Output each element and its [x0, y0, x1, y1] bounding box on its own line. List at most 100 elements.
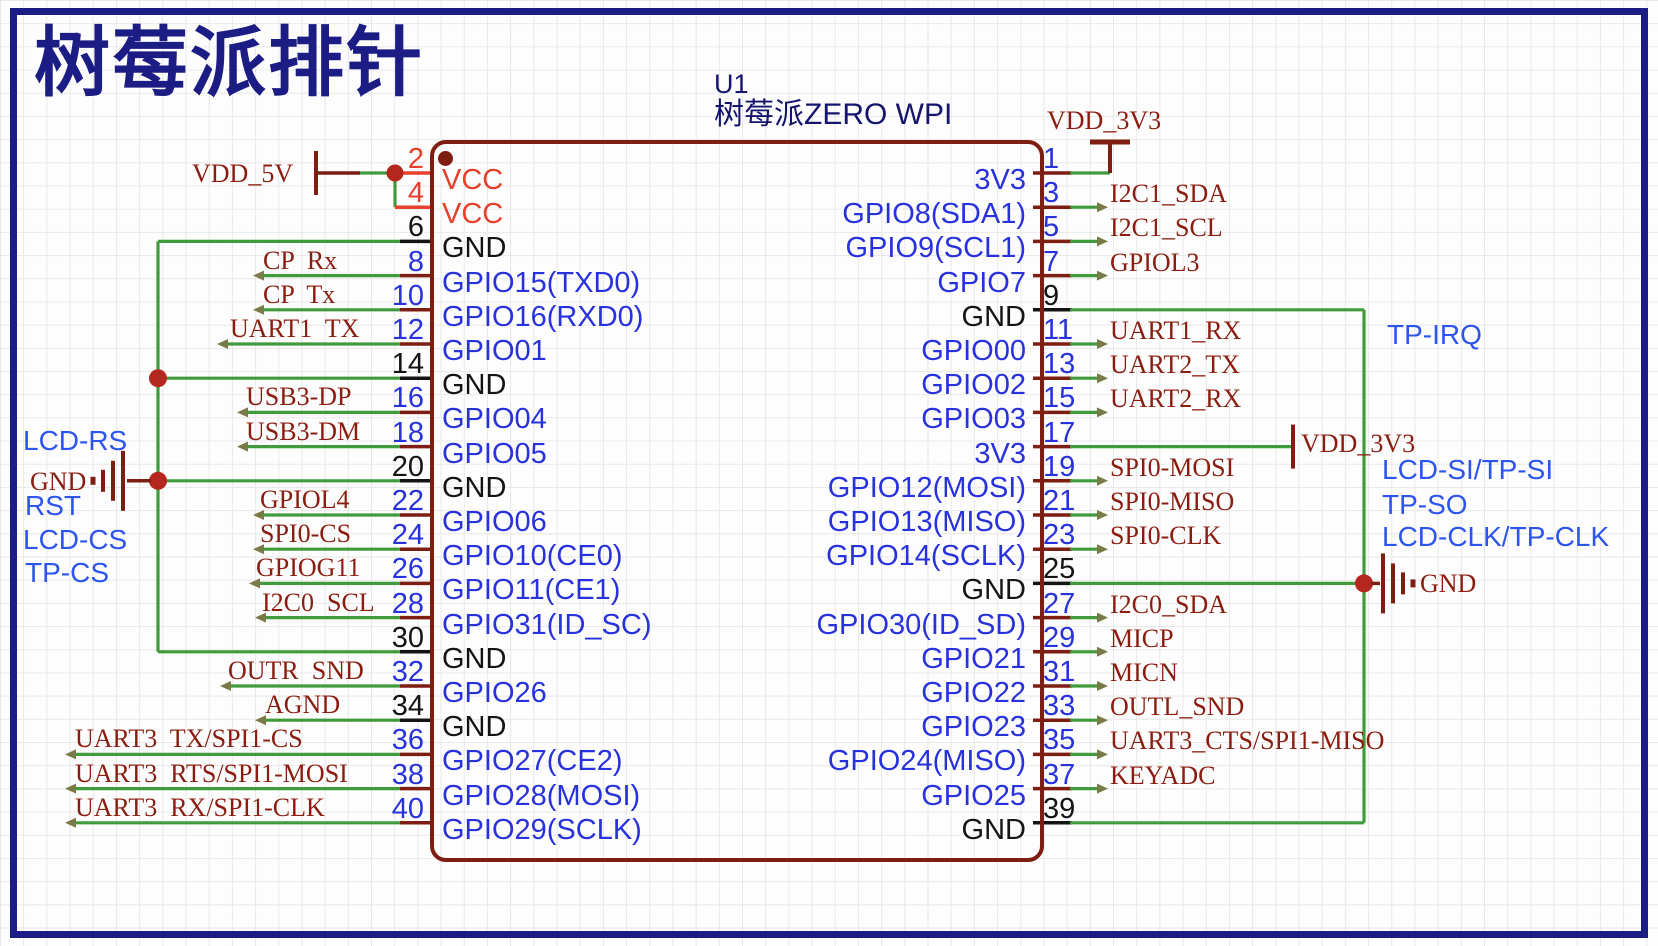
pin-name-14[interactable]: GND [442, 369, 507, 402]
pin-name-7[interactable]: GPIO7 [937, 266, 1026, 299]
pin-name-22[interactable]: GPIO06 [442, 506, 547, 538]
sheet-title[interactable]: 树莓派排针 [34, 21, 424, 106]
pin-name-8[interactable]: GPIO15(TXD0) [442, 266, 641, 299]
component-name[interactable]: 树莓派ZERO WPI [714, 98, 953, 131]
chip-body[interactable] [430, 140, 1044, 862]
pin-number-12[interactable]: 12 [391, 314, 424, 346]
net-label-29[interactable]: MICP [1110, 623, 1174, 653]
pin-name-37[interactable]: GPIO25 [921, 779, 1026, 812]
pin-name-38[interactable]: GPIO28(MOSI) [442, 779, 641, 812]
net-flag-vdd5v[interactable]: VDD_5V [192, 159, 294, 188]
pin-name-32[interactable]: GPIO26 [442, 677, 547, 709]
port-label-lcd-si-tp-si[interactable]: LCD-SI/TP-SI [1382, 454, 1554, 485]
pin-number-28[interactable]: 28 [391, 587, 424, 620]
pin-number-30[interactable]: 30 [391, 621, 424, 654]
port-label-rst[interactable]: RST [25, 490, 81, 521]
pin-name-1[interactable]: 3V3 [974, 164, 1026, 196]
net-label-32[interactable]: OUTR SND [228, 656, 364, 685]
pin-number-34[interactable]: 34 [391, 690, 424, 723]
net-label-5[interactable]: I2C1_SCL [1110, 213, 1223, 243]
net-label-28[interactable]: I2C0 SCL [262, 587, 375, 617]
pin-number-38[interactable]: 38 [391, 758, 424, 791]
net-label-26[interactable]: GPIOG11 [256, 553, 361, 583]
pin-name-36[interactable]: GPIO27(CE2) [442, 745, 623, 778]
net-label-31[interactable]: MICN [1110, 658, 1178, 687]
net-label-33[interactable]: OUTL_SND [1110, 692, 1245, 722]
net-label-36[interactable]: UART3 TX/SPI1-CS [75, 724, 303, 754]
pin-number-9[interactable]: 9 [1043, 279, 1060, 312]
pin-name-15[interactable]: GPIO03 [921, 403, 1026, 436]
pin-number-36[interactable]: 36 [391, 724, 424, 757]
pin-number-5[interactable]: 5 [1043, 211, 1060, 244]
component-refdes[interactable]: U1 [714, 69, 749, 99]
pin-name-20[interactable]: GND [442, 471, 507, 504]
pin-number-40[interactable]: 40 [391, 792, 424, 825]
pin-number-13[interactable]: 13 [1043, 348, 1076, 381]
pin-name-39[interactable]: GND [961, 813, 1026, 846]
pin-name-26[interactable]: GPIO11(CE1) [442, 574, 621, 607]
pin-number-8[interactable]: 8 [407, 245, 424, 278]
pin-name-10[interactable]: GPIO16(RXD0) [442, 300, 644, 333]
pin-name-25[interactable]: GND [961, 574, 1026, 607]
net-label-13[interactable]: UART2_TX [1110, 350, 1240, 380]
pin-number-39[interactable]: 39 [1043, 792, 1076, 825]
net-label-12[interactable]: UART1 TX [230, 314, 360, 343]
pin-number-23[interactable]: 23 [1043, 519, 1076, 552]
net-label-22[interactable]: GPIOL4 [260, 485, 350, 514]
junction-dot-vdd5v[interactable] [386, 164, 404, 182]
net-label-18[interactable]: USB3-DM [246, 416, 361, 446]
pin-number-19[interactable]: 19 [1043, 450, 1076, 483]
port-label-lcd-clk-tp-clk[interactable]: LCD-CLK/TP-CLK [1382, 521, 1610, 552]
net-label-27[interactable]: I2C0_SDA [1110, 589, 1228, 619]
pin-number-31[interactable]: 31 [1043, 656, 1076, 688]
pin-number-14[interactable]: 14 [391, 348, 424, 381]
pin-number-17[interactable]: 17 [1043, 416, 1076, 449]
pin-name-3[interactable]: GPIO8(SDA1) [842, 198, 1026, 231]
port-label-tp-so[interactable]: TP-SO [1382, 489, 1468, 520]
pin-number-21[interactable]: 21 [1043, 485, 1076, 517]
pin-name-28[interactable]: GPIO31(ID_SC) [442, 608, 652, 641]
net-flag-vdd3v3-right[interactable]: VDD_3V3 [1301, 429, 1416, 458]
port-label-lcd-cs[interactable]: LCD-CS [23, 524, 128, 555]
pin-number-10[interactable]: 10 [391, 279, 424, 312]
pin-name-24[interactable]: GPIO10(CE0) [442, 540, 623, 573]
pin-name-17[interactable]: 3V3 [974, 437, 1026, 470]
net-label-10[interactable]: CP Tx [263, 279, 336, 309]
pin-number-24[interactable]: 24 [391, 519, 424, 552]
pin-name-12[interactable]: GPIO01 [442, 335, 547, 367]
pin-name-35[interactable]: GPIO24(MISO) [827, 745, 1026, 778]
pin-name-30[interactable]: GND [442, 642, 507, 675]
pin-name-4[interactable]: VCC [442, 198, 504, 231]
gnd-flag-label-left[interactable]: GND [30, 467, 87, 496]
pin-number-6[interactable]: 6 [407, 211, 424, 244]
pin-number-16[interactable]: 16 [391, 382, 424, 415]
pin-name-18[interactable]: GPIO05 [442, 437, 547, 470]
net-label-11[interactable]: UART1_RX [1110, 316, 1242, 345]
pin-number-26[interactable]: 26 [391, 553, 424, 586]
net-label-40[interactable]: UART3 RX/SPI1-CLK [75, 792, 325, 822]
net-label-19[interactable]: SPI0-MOSI [1110, 452, 1235, 482]
pin-name-11[interactable]: GPIO00 [921, 335, 1026, 367]
net-label-34[interactable]: AGND [265, 690, 341, 720]
pin-name-34[interactable]: GND [442, 711, 507, 744]
net-label-16[interactable]: USB3-DP [246, 382, 352, 412]
net-label-35[interactable]: UART3_CTS/SPI1-MISO [1110, 726, 1385, 756]
pin-name-31[interactable]: GPIO22 [921, 677, 1026, 709]
net-label-21[interactable]: SPI0-MISO [1110, 487, 1235, 516]
pin-number-27[interactable]: 27 [1043, 587, 1076, 620]
gnd-flag-label-right[interactable]: GND [1420, 569, 1477, 598]
net-label-8[interactable]: CP Rx [263, 245, 338, 275]
pin-number-18[interactable]: 18 [391, 416, 424, 449]
net-label-38[interactable]: UART3 RTS/SPI1-MOSI [75, 758, 348, 788]
pin-number-4[interactable]: 4 [407, 177, 424, 210]
net-label-15[interactable]: UART2_RX [1110, 384, 1242, 414]
net-label-7[interactable]: GPIOL3 [1110, 247, 1200, 277]
port-label-lcd-rs[interactable]: LCD-RS [23, 425, 128, 456]
junction-dot-pin25[interactable] [1355, 574, 1373, 593]
port-label-tp-irq[interactable]: TP-IRQ [1387, 319, 1482, 350]
port-label-tp-cs[interactable]: TP-CS [25, 557, 109, 588]
net-flag-vdd3v3-top[interactable]: VDD_3V3 [1047, 106, 1162, 135]
pin-name-19[interactable]: GPIO12(MOSI) [827, 471, 1026, 504]
pin-name-23[interactable]: GPIO14(SCLK) [826, 540, 1026, 573]
net-label-24[interactable]: SPI0-CS [260, 519, 352, 549]
